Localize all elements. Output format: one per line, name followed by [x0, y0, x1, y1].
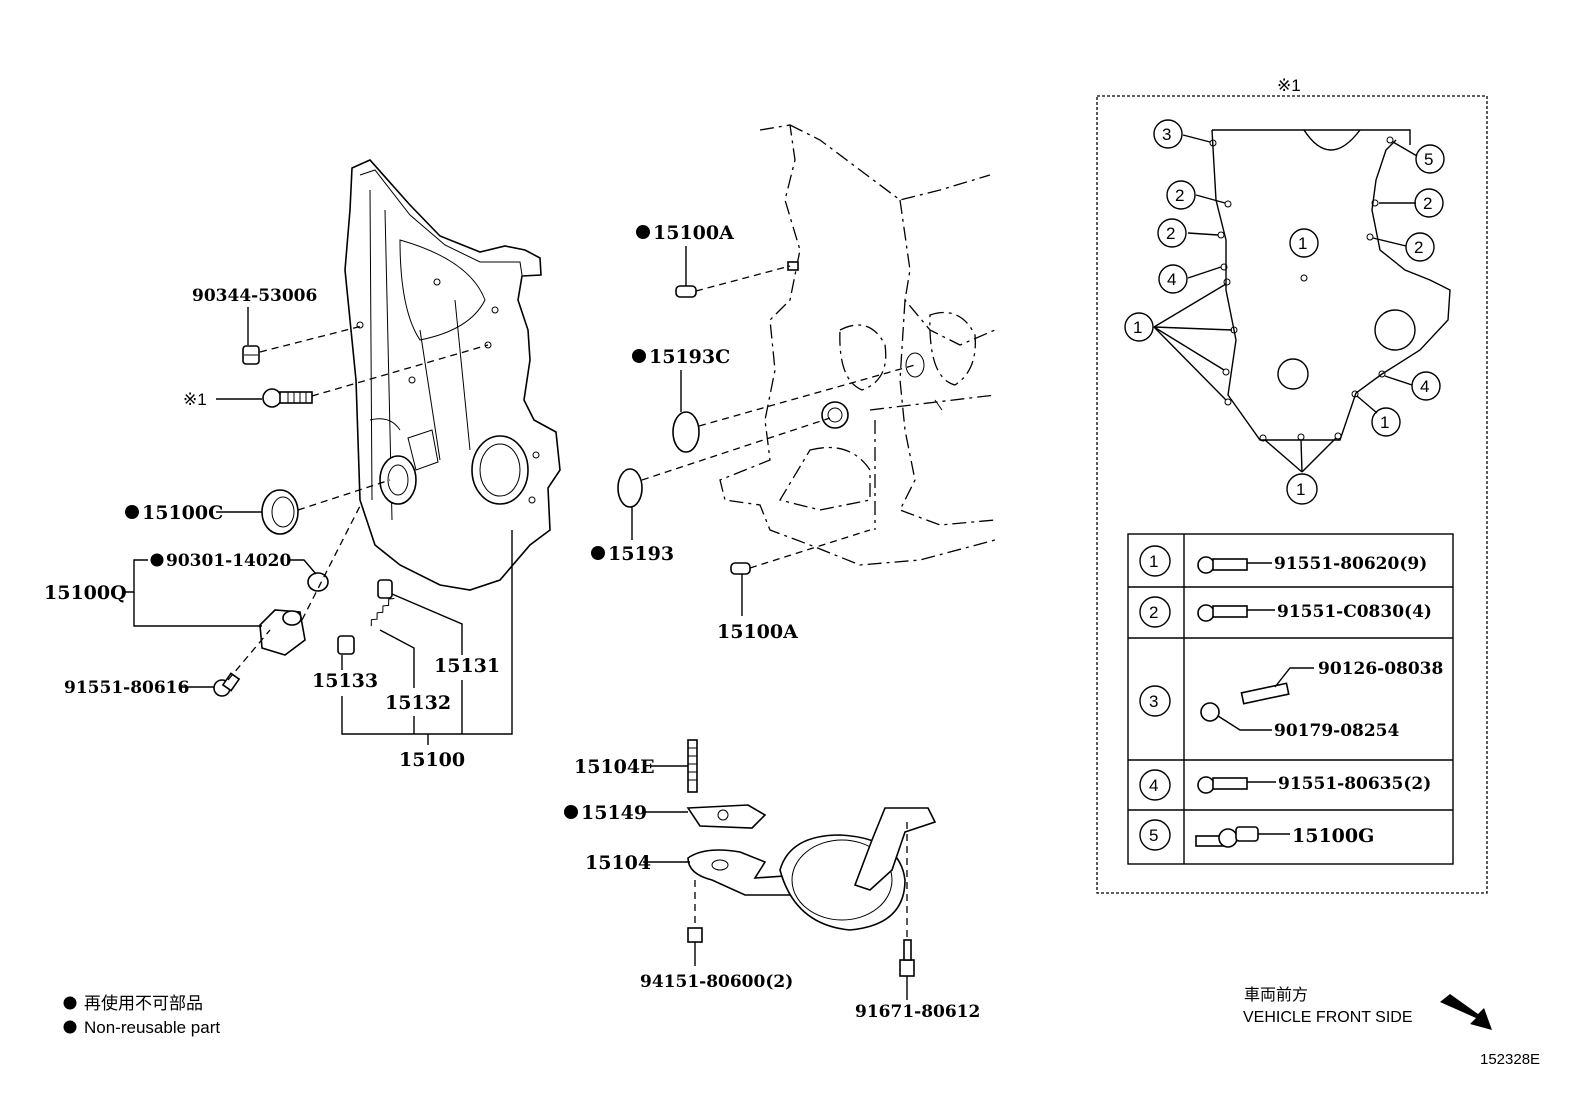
center-labels: 15100A 15193C 15193 15100A	[591, 222, 798, 643]
label-91671: 91671-80612	[855, 1002, 980, 1022]
vehicle-direction: 車両前方 VEHICLE FRONT SIDE	[1243, 986, 1492, 1030]
dowel-15100A-top	[675, 285, 697, 298]
label-15100: 15100	[399, 749, 465, 771]
oil-strainer-illustration	[686, 739, 937, 977]
non-reusable-dot	[564, 805, 578, 819]
bolt-location-inset: ※1	[1096, 76, 1488, 894]
legend-dot	[63, 1020, 77, 1034]
svg-text:1: 1	[1296, 480, 1305, 499]
oring-15193C	[672, 411, 700, 453]
svg-text:91551-80635(2): 91551-80635(2)	[1278, 774, 1431, 794]
label-15104E: 15104E	[574, 756, 655, 778]
engine-block-outline	[719, 124, 996, 566]
svg-text:1: 1	[1149, 552, 1158, 571]
non-reusable-dot	[125, 505, 139, 519]
oring-15193	[617, 468, 643, 508]
svg-text:5: 5	[1424, 150, 1433, 169]
fitting-15100Q	[259, 609, 306, 656]
table-row: 3 90126-08038 90179-08254	[1139, 659, 1443, 741]
label-15100A-top: 15100A	[653, 222, 734, 244]
legend: 再使用不可部品 Non-reusable part	[63, 993, 220, 1037]
strainer-leaders	[643, 765, 908, 1000]
svg-text:2: 2	[1414, 238, 1423, 257]
spring-15132	[370, 598, 395, 627]
label-15132: 15132	[385, 692, 451, 714]
table-row: 2 91551-C0830(4)	[1139, 596, 1432, 628]
dowel-15100A-bottom	[730, 562, 751, 575]
label-15104: 15104	[585, 852, 651, 874]
table-row: 5 15100G	[1139, 819, 1374, 851]
table-row: 1 91551-80620(9)	[1139, 545, 1427, 577]
label-15193: 15193	[608, 543, 674, 565]
label-91551-80616: 91551-80616	[64, 678, 189, 698]
label-ref1-left: ※1	[183, 390, 207, 409]
label-15131: 15131	[434, 655, 500, 677]
svg-text:2: 2	[1149, 603, 1158, 622]
label-90301: 90301-14020	[166, 551, 292, 571]
label-15100Q: 15100Q	[44, 582, 127, 604]
bolt-90344	[242, 345, 260, 365]
timing-cover-illustration	[344, 159, 561, 591]
svg-text:1: 1	[1380, 413, 1389, 432]
svg-text:4: 4	[1167, 270, 1176, 289]
legend-dot	[63, 996, 77, 1010]
svg-text:90126-08038: 90126-08038	[1318, 659, 1443, 679]
center-leader-lines	[631, 246, 743, 616]
oring-90301	[307, 572, 329, 592]
non-reusable-dot	[591, 546, 605, 560]
svg-text:4: 4	[1420, 377, 1429, 396]
plug-15131	[377, 579, 393, 599]
table-row: 4 91551-80635(2)	[1139, 769, 1431, 801]
svg-text:3: 3	[1162, 125, 1171, 144]
diagram-id: 152328E	[1480, 1051, 1540, 1068]
front-arrow-icon	[1440, 994, 1492, 1030]
left-labels: 90344-53006 ※1 15100C 90301-14020 15100Q…	[44, 286, 500, 771]
svg-text:5: 5	[1149, 826, 1158, 845]
legend-en: Non-reusable part	[84, 1018, 220, 1037]
left-dashed-lines	[227, 325, 489, 681]
left-leader-lines	[122, 307, 513, 745]
svg-text:3: 3	[1149, 692, 1158, 711]
bolt-91551-80616	[213, 672, 241, 697]
svg-text:2: 2	[1423, 194, 1432, 213]
svg-text:91551-80620(9): 91551-80620(9)	[1274, 554, 1427, 574]
label-90344: 90344-53006	[192, 286, 317, 306]
legend-jp: 再使用不可部品	[84, 993, 203, 1013]
inset-circled-numbers: 3 5 2 2 2 2 1 4 1 4 1 1	[1124, 119, 1445, 505]
label-94151: 94151-80600(2)	[640, 972, 793, 992]
svg-text:1: 1	[1133, 318, 1142, 337]
label-15100C: 15100C	[142, 502, 223, 524]
valve-15133	[337, 635, 355, 655]
label-15133: 15133	[312, 670, 378, 692]
label-15100A-bottom: 15100A	[717, 621, 798, 643]
non-reusable-dot	[636, 225, 650, 239]
direction-jp: 車両前方	[1244, 986, 1308, 1004]
svg-text:91551-C0830(4): 91551-C0830(4)	[1277, 602, 1432, 622]
svg-text:2: 2	[1166, 224, 1175, 243]
non-reusable-dot	[632, 349, 646, 363]
svg-text:1: 1	[1298, 234, 1307, 253]
svg-text:90179-08254: 90179-08254	[1274, 721, 1400, 741]
inset-header: ※1	[1277, 76, 1301, 95]
oil-seal-15100C	[261, 489, 299, 535]
center-dashed-lines	[641, 265, 916, 569]
bolt-ref1	[262, 388, 313, 408]
strainer-labels: 15104E 15149 15104 94151-80600(2) 91671-…	[564, 756, 980, 1022]
direction-en: VEHICLE FRONT SIDE	[1243, 1009, 1413, 1026]
svg-text:4: 4	[1149, 776, 1158, 795]
svg-text:15100G: 15100G	[1292, 825, 1374, 847]
svg-text:2: 2	[1175, 186, 1184, 205]
label-15193C: 15193C	[649, 346, 730, 368]
label-15149: 15149	[581, 802, 647, 824]
non-reusable-dot	[150, 553, 164, 567]
bolt-table: 1 91551-80620(9) 2 91551-C0830(4) 3	[1127, 533, 1454, 865]
